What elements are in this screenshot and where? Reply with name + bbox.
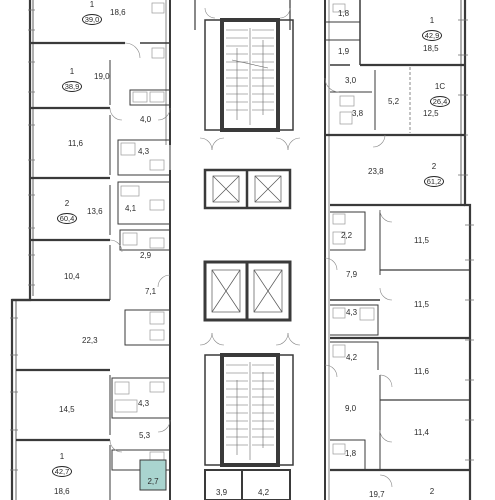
apartment-marker[interactable]: 2	[416, 487, 448, 496]
room-area-label: 19,7	[369, 490, 385, 499]
apartment-area: 60,4	[56, 213, 78, 224]
apartment-marker[interactable]: 1 39,0	[76, 0, 108, 27]
apartment-rooms: 1С	[434, 82, 446, 91]
apartment-rooms: 2	[429, 487, 435, 496]
room-area-label: 1,8	[345, 449, 357, 458]
core-walls	[194, 0, 294, 500]
balcony-area-label: 2,7	[147, 477, 159, 486]
apartment-rooms: 1	[429, 16, 435, 25]
apartment-area: 61,2	[423, 176, 445, 187]
room-area-label: 2,9	[140, 251, 152, 260]
apartment-marker[interactable]: 1 42,9	[416, 16, 448, 43]
elevator-crosses	[211, 175, 283, 313]
room-area-label: 18,5	[423, 44, 439, 53]
apartment-marker[interactable]: 2 60,4	[51, 199, 83, 226]
room-area-label: 1,8	[338, 9, 350, 18]
room-area-label: 3,9	[216, 488, 228, 497]
apartment-rooms: 1	[59, 452, 65, 461]
room-area-label: 4,2	[258, 488, 270, 497]
core-door-swings	[199, 7, 301, 346]
left-door-swings	[109, 42, 171, 453]
right-wing-walls	[324, 0, 474, 500]
apartment-rooms: 1	[89, 0, 95, 9]
apartment-area: 42,9	[421, 30, 443, 41]
balcony-fill	[139, 459, 167, 491]
room-area-label: 11,5	[414, 236, 429, 245]
left-fixtures	[114, 2, 165, 463]
room-area-label: 9,0	[345, 404, 357, 413]
apartment-area: 38,9	[61, 81, 83, 92]
room-area-label: 10,4	[64, 272, 80, 281]
room-area-label: 4,3	[138, 147, 150, 156]
apartment-area: 39,0	[81, 14, 103, 25]
apartment-rooms: 2	[64, 199, 70, 208]
right-door-swings	[324, 77, 393, 488]
apartment-rooms: 1	[69, 67, 75, 76]
room-area-label: 11,6	[414, 367, 429, 376]
room-area-label: 4,0	[140, 115, 152, 124]
room-area-label: 11,4	[414, 428, 429, 437]
apartment-area: 42,7	[51, 466, 73, 477]
room-area-label: 3,8	[352, 109, 364, 118]
room-area-label: 1,9	[338, 47, 350, 56]
room-area-label: 5,2	[388, 97, 400, 106]
room-area-label: 19,0	[94, 72, 110, 81]
room-area-label: 11,6	[68, 139, 83, 148]
room-area-label: 4,3	[346, 308, 358, 317]
room-area-label: 5,3	[139, 431, 151, 440]
room-area-label: 7,9	[346, 270, 358, 279]
room-area-label: 13,6	[87, 207, 103, 216]
apartment-marker[interactable]: 1 38,9	[56, 67, 88, 94]
lower-stair-treads	[226, 362, 274, 460]
apartment-rooms: 2	[431, 162, 437, 171]
room-area-label: 3,0	[345, 76, 357, 85]
apartment-marker[interactable]: 1 42,7	[46, 452, 78, 479]
room-area-label: 23,8	[368, 167, 384, 176]
room-area-label: 7,1	[145, 287, 157, 296]
room-area-label: 22,3	[82, 336, 98, 345]
left-wing-walls	[10, 0, 171, 500]
room-area-label: 4,2	[346, 353, 358, 362]
room-area-label: 18,6	[54, 487, 70, 496]
room-area-label: 18,6	[110, 8, 126, 17]
room-area-label: 11,5	[414, 300, 429, 309]
right-fixtures	[332, 3, 375, 455]
room-area-label: 4,3	[138, 399, 150, 408]
apartment-marker[interactable]: 2 61,2	[418, 162, 450, 189]
apartment-marker[interactable]: 1С 26,4	[424, 82, 456, 109]
room-area-label: 4,1	[125, 204, 137, 213]
apartment-area: 26,4	[429, 96, 451, 107]
room-area-label: 2,2	[341, 231, 353, 240]
upper-stair-treads	[226, 28, 274, 125]
room-area-label: 14,5	[59, 405, 75, 414]
room-area-label: 12,5	[423, 109, 439, 118]
